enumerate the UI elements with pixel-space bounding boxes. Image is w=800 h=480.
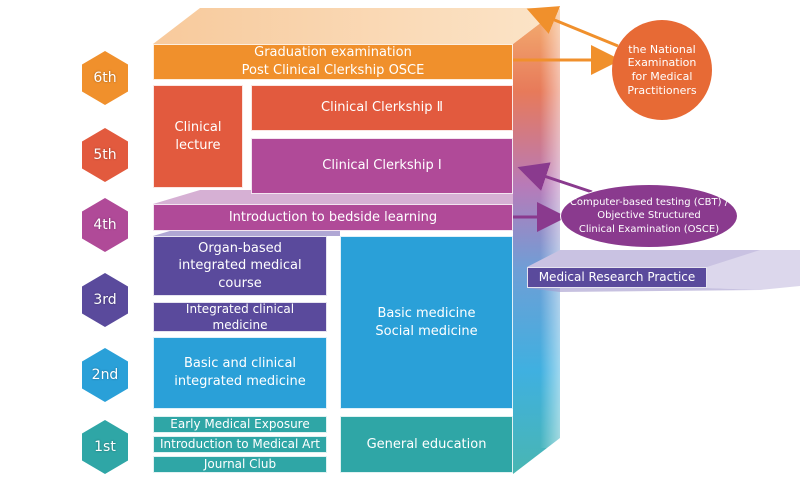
clerkship-2-block: Clinical Clerkship Ⅱ <box>251 85 513 131</box>
basic-social-block: Basic medicine Social medicine <box>340 236 513 409</box>
early-exposure-block: Early Medical Exposure <box>153 416 327 433</box>
intro-medical-art-block: Introduction to Medical Art <box>153 436 327 453</box>
arrow-to-clerkship <box>517 162 593 194</box>
year-label: 3rd <box>93 292 117 308</box>
year-label: 5th <box>93 147 117 163</box>
arrow-to-national-exam-top <box>526 6 619 48</box>
clinical-lecture-block: Clinical lecture <box>153 85 243 188</box>
year-label: 2nd <box>91 367 119 383</box>
basic-clinical-block: Basic and clinical integrated medicine <box>153 337 327 409</box>
bedside-block: Introduction to bedside learning <box>153 204 513 231</box>
cbt-osce-bubble: Computer-based testing (CBT) / Objective… <box>560 184 738 248</box>
integrated-clinical-block: Integrated clinical medicine <box>153 302 327 332</box>
year-label: 1st <box>94 439 116 455</box>
clerkship-1-block: Clinical Clerkship Ⅰ <box>251 138 513 194</box>
research-practice-block: Medical Research Practice <box>527 267 707 288</box>
year-label: 6th <box>93 70 117 86</box>
year-label: 4th <box>93 217 117 233</box>
top-plane <box>153 8 560 44</box>
graduation-block: Graduation examination Post Clinical Cle… <box>153 44 513 80</box>
journal-club-block: Journal Club <box>153 456 327 473</box>
general-education-block: General education <box>340 416 513 473</box>
national-exam-bubble: the National Examination for Medical Pra… <box>612 20 712 120</box>
organ-based-block: Organ-based integrated medical course <box>153 236 327 296</box>
